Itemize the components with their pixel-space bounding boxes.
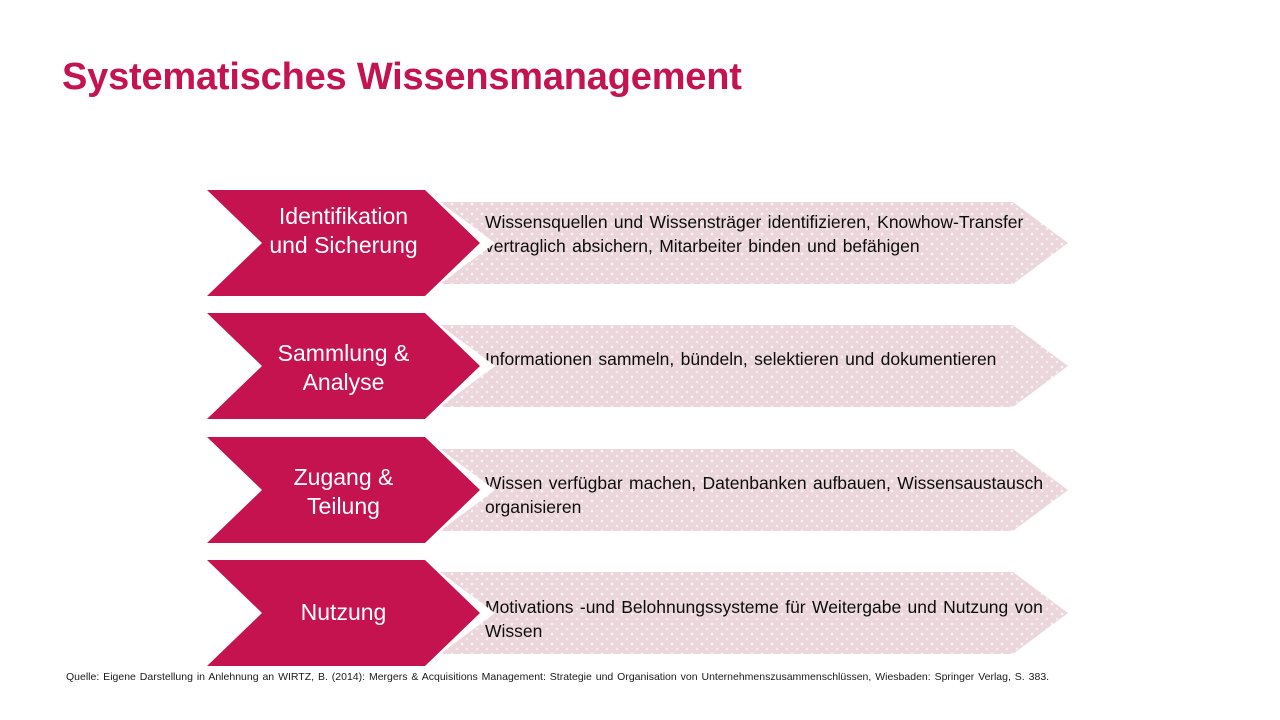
process-step-row: Wissensquellen und Wissensträger identif… <box>0 190 1280 296</box>
step-label-text: Zugang & Teilung <box>293 464 394 519</box>
process-step-row: Wissen verfügbar machen, Datenbanken auf… <box>0 437 1280 543</box>
step-label-text: Sammlung & Analyse <box>277 340 410 395</box>
step-label-chevron[interactable]: Sammlung & Analyse <box>207 313 480 419</box>
step-description-chevron: Wissensquellen und Wissensträger identif… <box>440 202 1068 284</box>
step-description-chevron: Informationen sammeln, bündeln, selektie… <box>440 325 1068 407</box>
step-description-text: Wissensquellen und Wissensträger identif… <box>485 212 1024 256</box>
step-description-chevron: Motivations -und Belohnungssysteme für W… <box>440 572 1068 654</box>
step-label-text: Identifikation und Sicherung <box>269 203 418 258</box>
process-step-row: Motivations -und Belohnungssysteme für W… <box>0 560 1280 666</box>
process-step-row: Informationen sammeln, bündeln, selektie… <box>0 313 1280 419</box>
chevron-process-diagram: Wissensquellen und Wissensträger identif… <box>0 0 1280 672</box>
step-label-text: Nutzung <box>300 599 387 625</box>
step-description-chevron: Wissen verfügbar machen, Datenbanken auf… <box>440 449 1068 531</box>
page-title: Systematisches Wissensmanagement <box>62 56 742 98</box>
source-citation: Quelle: Eigene Darstellung in Anlehnung … <box>66 671 1050 683</box>
step-label-chevron[interactable]: Identifikation und Sicherung <box>207 190 480 296</box>
step-label-chevron[interactable]: Nutzung <box>207 560 480 666</box>
step-description-text: Wissen verfügbar machen, Datenbanken auf… <box>485 473 1044 517</box>
step-label-chevron[interactable]: Zugang & Teilung <box>207 437 480 543</box>
step-description-text: Informationen sammeln, bündeln, selektie… <box>485 349 997 369</box>
step-description-text: Motivations -und Belohnungssysteme für W… <box>485 597 1043 641</box>
